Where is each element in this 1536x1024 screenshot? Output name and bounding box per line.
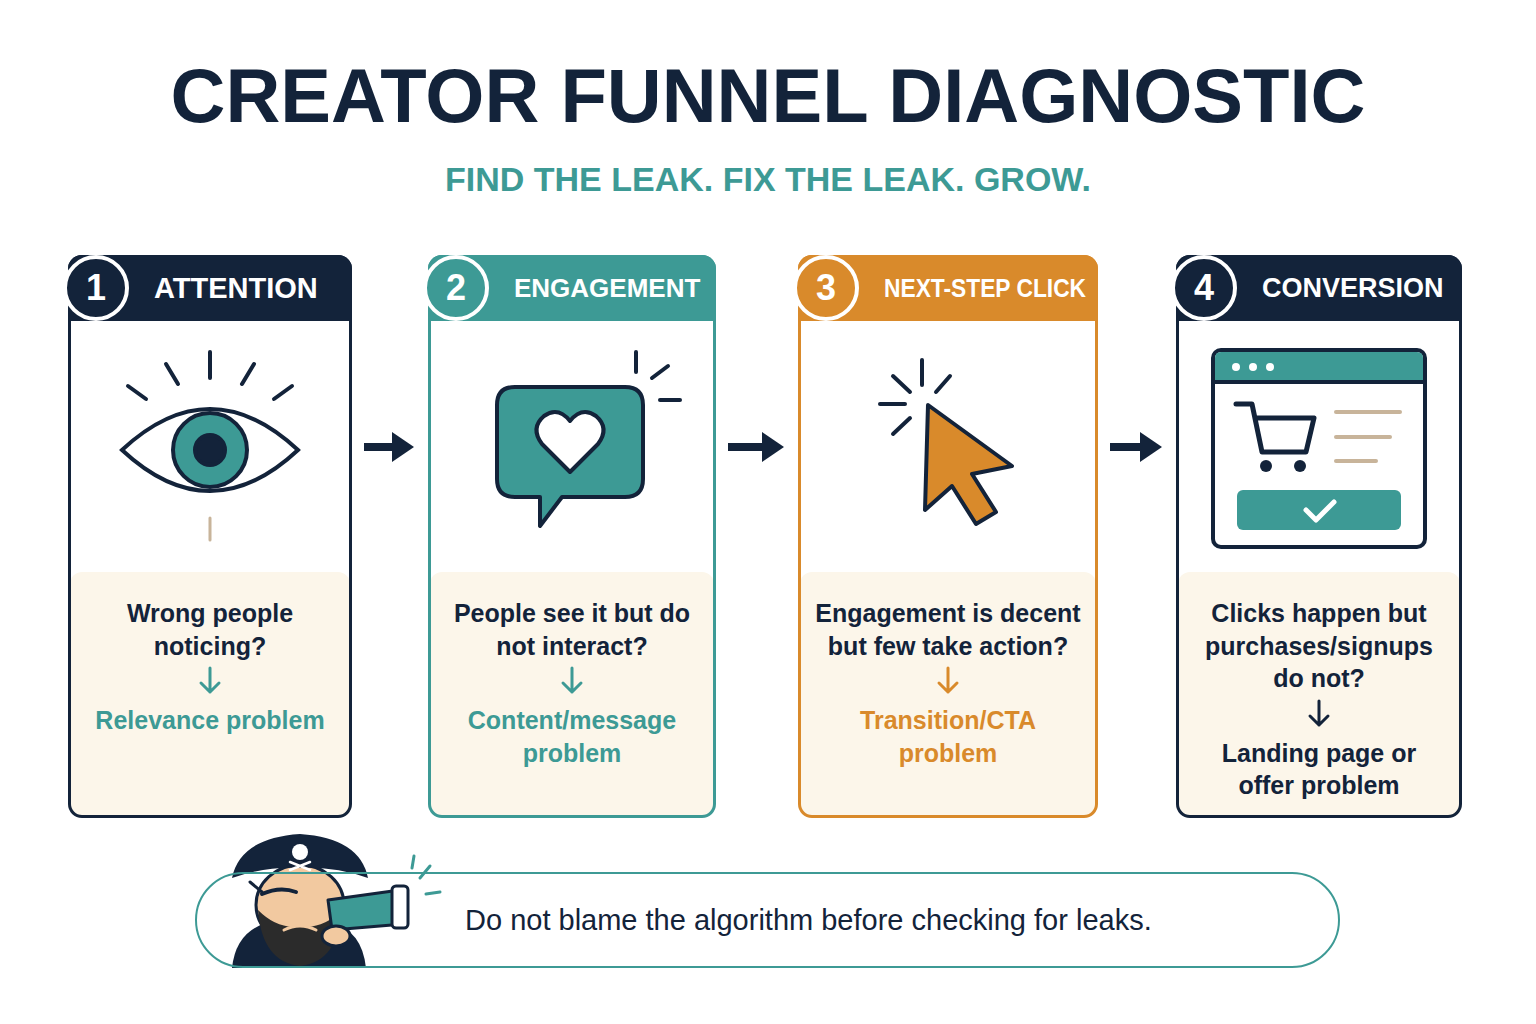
diagnostic-question: Engagement is decent but few take action… (815, 597, 1081, 662)
flow-arrow (1110, 432, 1162, 462)
stage-heading: ENGAGEMENT (514, 273, 700, 304)
funnel-stage-card: NEXT-STEP CLICK Engagement is decent but … (798, 255, 1098, 818)
chat-heart-icon (497, 352, 680, 526)
diagram-title: CREATOR FUNNEL DIAGNOSTIC (0, 52, 1536, 139)
eye-icon (122, 352, 298, 540)
step-number: 2 (446, 267, 466, 309)
stage-heading: CONVERSION (1262, 273, 1444, 304)
problem-label: Transition/CTA problem (815, 704, 1081, 769)
subtitle: FIND THE LEAK. FIX THE LEAK. GROW. (0, 160, 1536, 199)
tip-text: Do not blame the algorithm before checki… (465, 904, 1152, 937)
problem-label: Relevance problem (95, 704, 324, 737)
checkout-window-icon (1213, 350, 1425, 547)
step-number: 1 (86, 267, 106, 309)
card-body: Clicks happen but purchases/signups do n… (1179, 575, 1459, 818)
step-number: 4 (1194, 267, 1214, 309)
step-number-badge: 2 (423, 255, 489, 321)
stage-heading: ATTENTION (154, 272, 318, 305)
down-arrow (936, 666, 960, 696)
down-arrow (198, 666, 222, 696)
step-number-badge: 3 (793, 255, 859, 321)
flow-arrow (364, 432, 414, 462)
card-body: Engagement is decent but few take action… (801, 575, 1095, 818)
stage-heading: NEXT-STEP CLICK (884, 273, 1086, 304)
step-number: 3 (816, 267, 836, 309)
step-number-badge: 1 (63, 255, 129, 321)
diagnostic-question: People see it but do not interact? (445, 597, 699, 662)
down-arrow (1307, 699, 1331, 729)
pirate-lookout (232, 834, 440, 968)
card-grounds (68, 255, 1462, 818)
card-body: People see it but do not interact? Conten… (431, 575, 713, 818)
funnel-stage-card: ATTENTION Wrong people noticing? Relevance… (68, 255, 352, 818)
funnel-stage-card: ENGAGEMENT People see it but do not inter… (428, 255, 716, 818)
problem-label: Content/message problem (445, 704, 699, 769)
down-arrow (560, 666, 584, 696)
funnel-stage-card: CONVERSION Clicks happen but purchases/si… (1176, 255, 1462, 818)
diagnostic-question: Clicks happen but purchases/signups do n… (1193, 597, 1445, 695)
cursor-icon (880, 360, 1012, 524)
flow-arrow (728, 432, 784, 462)
tip-callout: Do not blame the algorithm before checki… (195, 872, 1340, 968)
card-body: Wrong people noticing? Relevance problem (71, 575, 349, 818)
step-number-badge: 4 (1171, 255, 1237, 321)
problem-label: Landing page or offer problem (1193, 737, 1445, 802)
diagnostic-question: Wrong people noticing? (85, 597, 335, 662)
